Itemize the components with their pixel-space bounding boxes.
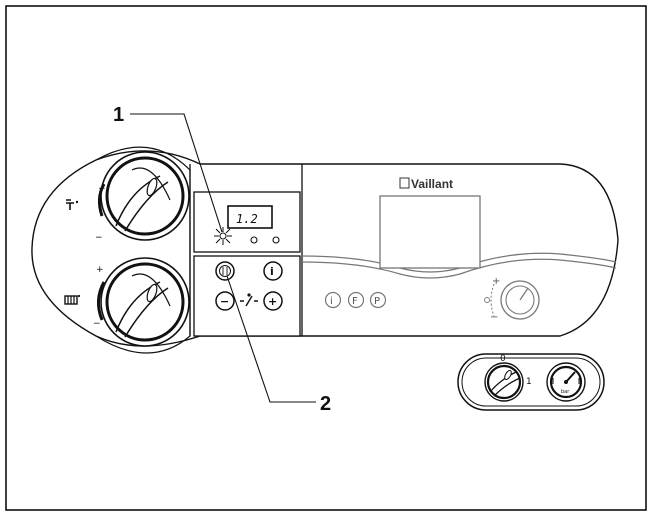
minus-button-label: − — [220, 295, 229, 308]
heating-knob[interactable] — [100, 257, 190, 347]
selector-dial[interactable] — [500, 280, 540, 320]
panel-info-button[interactable]: i — [324, 291, 342, 309]
brand-name: Vaillant — [411, 177, 453, 191]
plus-button[interactable]: + — [263, 291, 283, 311]
dial-indicator — [484, 297, 490, 303]
status-display — [227, 205, 273, 229]
info-button-label: i — [270, 265, 274, 278]
heating-plus-label: + — [96, 265, 104, 275]
panel-p-button[interactable]: P — [369, 291, 387, 309]
chimney-sweep-button[interactable] — [215, 261, 235, 281]
callout-1: 1 — [113, 104, 124, 126]
heating-scale — [97, 281, 106, 321]
dial-minus-label: − — [490, 312, 498, 323]
hot-water-scale — [97, 183, 106, 217]
switch-on-label: 1 — [526, 377, 532, 387]
vaillant-logo: Vaillant — [399, 177, 453, 191]
indicator-led-1 — [250, 236, 258, 244]
hot-water-plus-label: + — [98, 184, 106, 194]
hot-water-minus-label: − — [95, 233, 103, 243]
panel-wave-line-2 — [301, 258, 617, 279]
dial-plus-label: + — [492, 276, 500, 287]
burner-status-indicator — [214, 227, 232, 245]
switch-off-label: 0 — [500, 354, 506, 364]
panel-info-label: i — [330, 296, 333, 307]
panel-f-button[interactable]: F — [347, 291, 365, 309]
panel-p-label: P — [374, 296, 380, 307]
heating-minus-label: − — [93, 319, 101, 329]
main-power-switch[interactable] — [484, 362, 524, 402]
hot-water-knob[interactable] — [100, 151, 190, 241]
callout-2-leader — [226, 275, 316, 403]
gauge-needle — [565, 371, 576, 383]
indicator-led-2 — [272, 236, 280, 244]
display-value: 1.2 — [236, 212, 258, 226]
tap-icon — [66, 199, 79, 210]
gauge-unit-label: bar — [561, 389, 570, 395]
figure-frame — [5, 5, 647, 511]
plus-button-label: + — [268, 295, 277, 308]
info-button[interactable]: i — [263, 261, 283, 281]
pressure-gauge: bar — [546, 362, 586, 402]
callout-1-leader — [130, 113, 223, 233]
radiator-icon — [64, 294, 81, 305]
button-module — [193, 255, 301, 337]
dial-scale — [490, 283, 495, 317]
service-tool-icon — [240, 293, 258, 307]
panel-f-label: F — [352, 296, 358, 307]
callout-2: 2 — [320, 393, 331, 415]
minus-button[interactable]: − — [215, 291, 235, 311]
controller-slot — [379, 195, 481, 269]
